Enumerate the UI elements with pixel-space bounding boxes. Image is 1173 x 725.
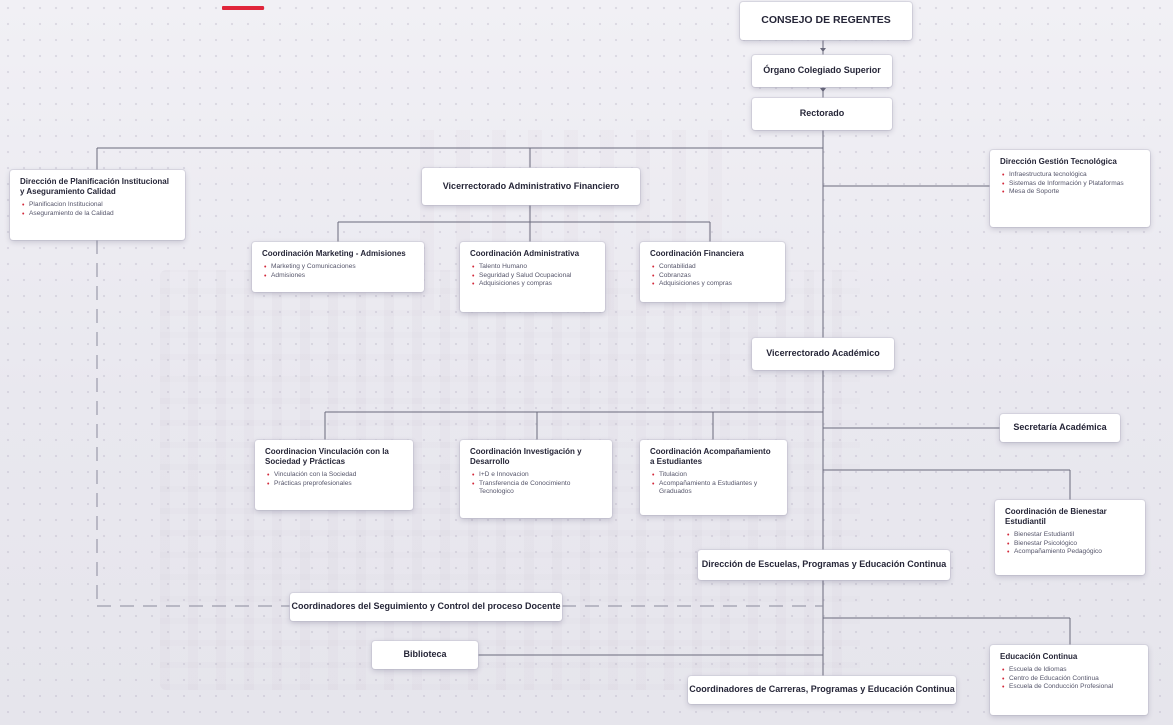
vinculacion-title: Coordinacion Vinculación con la Sociedad… — [265, 447, 389, 466]
educacion-box: Educación Continua Escuela de Idiomas Ce… — [990, 645, 1148, 715]
planificacion-box: Dirección de Planificación Institucional… — [10, 170, 185, 240]
brand-accent-bar — [222, 6, 264, 10]
gestion-tec-title: Dirección Gestión Tecnológica — [1000, 157, 1117, 166]
list-item: Centro de Educación Continua — [1002, 675, 1138, 684]
biblioteca-title: Biblioteca — [403, 649, 447, 660]
list-item: Bienestar Estudiantil — [1007, 531, 1135, 540]
bienestar-box: Coordinación de Bienestar Estudiantil Bi… — [995, 500, 1145, 575]
list-item: Infraestructura tecnológica — [1002, 171, 1140, 180]
list-item: Sistemas de Información y Plataformas — [1002, 180, 1140, 189]
biblioteca-box: Biblioteca — [372, 641, 478, 669]
consejo-box: CONSEJO DE REGENTES — [740, 2, 912, 40]
list-item: Prácticas preprofesionales — [267, 480, 403, 489]
vice-admin-box: Vicerrectorado Administrativo Financiero — [422, 168, 640, 205]
carreras-box: Coordinadores de Carreras, Programas y E… — [688, 676, 956, 704]
list-item: Adquisiciones y compras — [652, 280, 775, 289]
vinculacion-box: Coordinacion Vinculación con la Sociedad… — [255, 440, 413, 510]
secretaria-title: Secretaría Académica — [1013, 422, 1107, 433]
secretaria-box: Secretaría Académica — [1000, 414, 1120, 442]
list-item: I+D e Innovacion — [472, 471, 602, 480]
financiera-box: Coordinación Financiera Contabilidad Cob… — [640, 242, 785, 302]
organo-title: Órgano Colegiado Superior — [763, 65, 881, 76]
list-item: Cobranzas — [652, 272, 775, 281]
seguimiento-title: Coordinadores del Seguimiento y Control … — [291, 601, 561, 612]
list-item: Contabilidad — [652, 263, 775, 272]
list-item: Transferencia de Conocimiento Tecnologic… — [472, 480, 602, 497]
vice-acad-box: Vicerrectorado Académico — [752, 338, 894, 370]
planificacion-title: Dirección de Planificación Institucional… — [20, 177, 169, 196]
list-item: Planificacion Institucional — [22, 201, 175, 210]
marketing-title: Coordinación Marketing - Admisiones — [262, 249, 406, 258]
list-item: Mesa de Soporte — [1002, 188, 1140, 197]
investigacion-title: Coordinación Investigación y Desarrollo — [470, 447, 582, 466]
rectorado-box: Rectorado — [752, 98, 892, 130]
list-item: Admisiones — [264, 272, 414, 281]
investigacion-box: Coordinación Investigación y Desarrollo … — [460, 440, 612, 518]
marketing-box: Coordinación Marketing - Admisiones Mark… — [252, 242, 424, 292]
list-item: Titulacion — [652, 471, 777, 480]
bienestar-title: Coordinación de Bienestar Estudiantil — [1005, 507, 1107, 526]
escuelas-title: Dirección de Escuelas, Programas y Educa… — [701, 559, 947, 570]
list-item: Escuela de Idiomas — [1002, 666, 1138, 675]
list-item: Vinculación con la Sociedad — [267, 471, 403, 480]
acompanamiento-box: Coordinación Acompañamiento a Estudiante… — [640, 440, 787, 515]
administrativa-title: Coordinación Administrativa — [470, 249, 580, 258]
list-item: Acompañamiento Pedagógico — [1007, 548, 1135, 557]
list-item: Seguridad y Salud Ocupacional — [472, 272, 595, 281]
administrativa-box: Coordinación Administrativa Talento Huma… — [460, 242, 605, 312]
seguimiento-box: Coordinadores del Seguimiento y Control … — [290, 593, 562, 621]
gestion-tec-box: Dirección Gestión Tecnológica Infraestru… — [990, 150, 1150, 227]
rectorado-title: Rectorado — [799, 108, 845, 119]
escuelas-box: Dirección de Escuelas, Programas y Educa… — [698, 550, 950, 580]
carreras-title: Coordinadores de Carreras, Programas y E… — [689, 684, 955, 695]
vice-admin-title: Vicerrectorado Administrativo Financiero — [442, 180, 620, 191]
list-item: Marketing y Comunicaciones — [264, 263, 414, 272]
list-item: Talento Humano — [472, 263, 595, 272]
organo-box: Órgano Colegiado Superior — [752, 55, 892, 87]
list-item: Acompañamiento a Estudiantes y Graduados — [652, 480, 777, 497]
educacion-title: Educación Continua — [1000, 652, 1078, 661]
financiera-title: Coordinación Financiera — [650, 249, 744, 258]
consejo-title: CONSEJO DE REGENTES — [761, 14, 891, 27]
vice-acad-title: Vicerrectorado Académico — [766, 348, 880, 359]
list-item: Bienestar Psicológico — [1007, 540, 1135, 549]
list-item: Adquisiciones y compras — [472, 280, 595, 289]
acompanamiento-title: Coordinación Acompañamiento a Estudiante… — [650, 447, 771, 466]
list-item: Escuela de Conducción Profesional — [1002, 683, 1138, 692]
list-item: Aseguramiento de la Calidad — [22, 210, 175, 219]
